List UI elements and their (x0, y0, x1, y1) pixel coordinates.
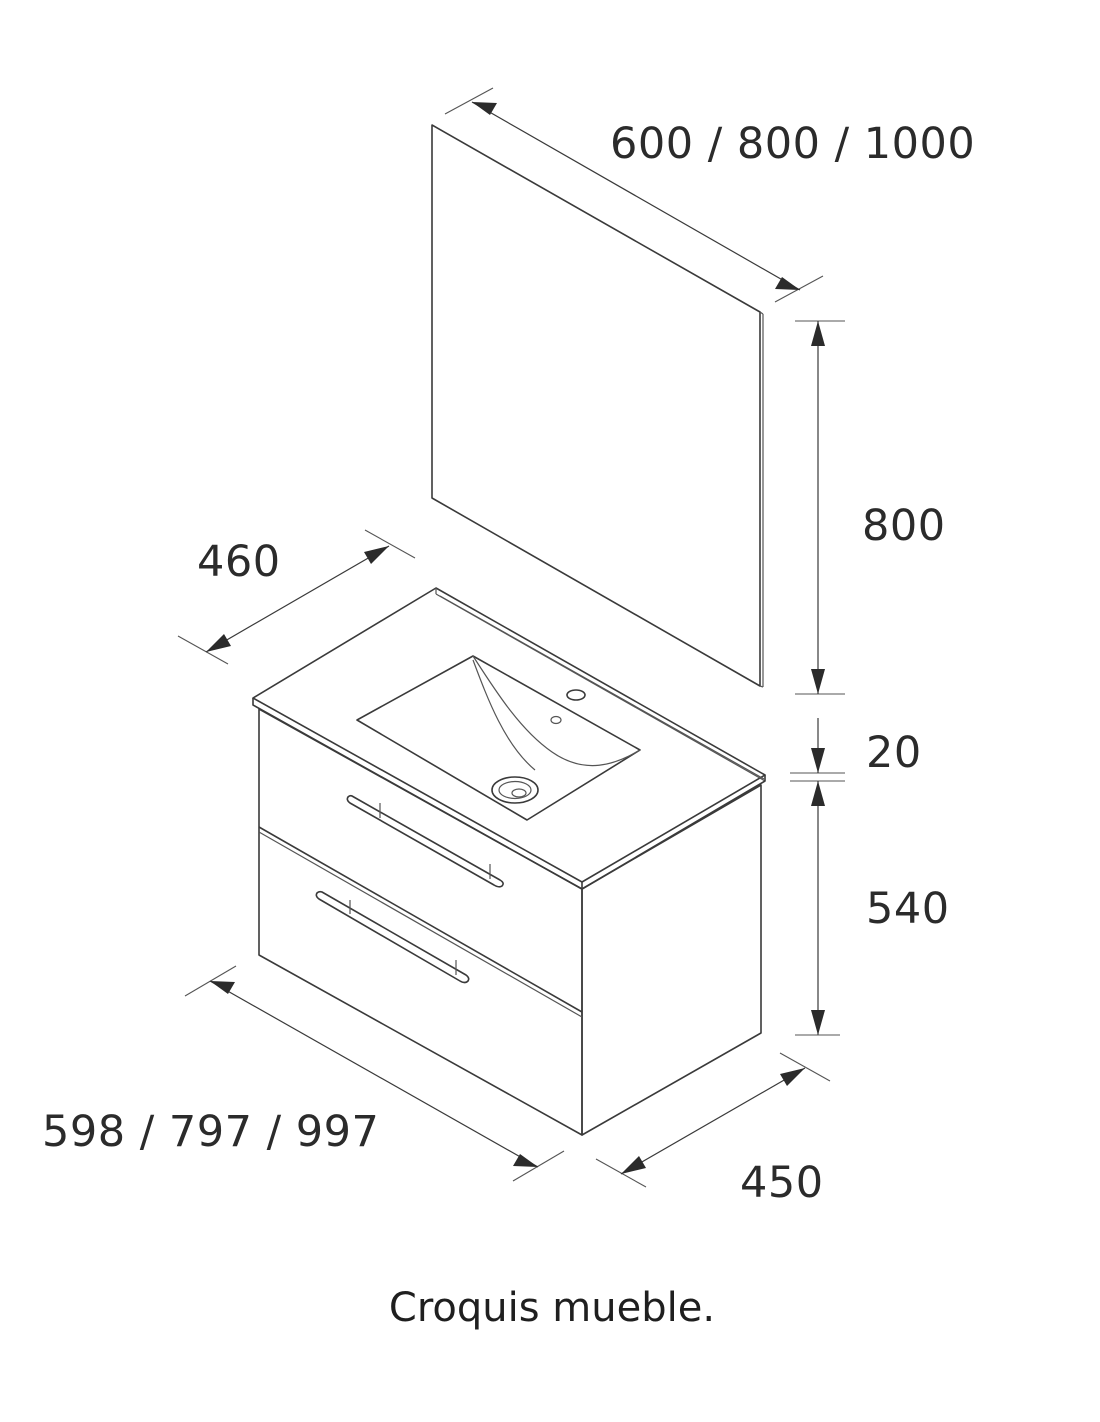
drawer-upper-handle (346, 794, 504, 888)
top-thickness-dimension (790, 718, 845, 1035)
caption: Croquis mueble. (389, 1285, 715, 1331)
cabinet-depth-dimension (595, 1052, 831, 1188)
mirror-width-label: 600 / 800 / 1000 (610, 119, 975, 169)
top-depth-dimension (177, 529, 416, 665)
cabinet-width-label: 598 / 797 / 997 (42, 1107, 379, 1157)
cabinet-height-dimension (795, 1010, 840, 1036)
mirror-height-dimension (795, 320, 845, 695)
cabinet-height-label: 540 (866, 884, 950, 934)
vanity-top (252, 587, 766, 890)
basin (356, 655, 641, 821)
top-thickness-label: 20 (866, 728, 922, 778)
top-depth-label: 460 (197, 537, 281, 587)
mirror-height-label: 800 (862, 501, 946, 551)
mirror-width-dimension (444, 87, 824, 303)
cabinet-width-dimension (184, 965, 565, 1182)
drawer-lower-handle (315, 890, 470, 984)
cabinet-depth-label: 450 (740, 1158, 824, 1208)
mirror (431, 124, 764, 688)
cabinet (258, 708, 762, 1136)
